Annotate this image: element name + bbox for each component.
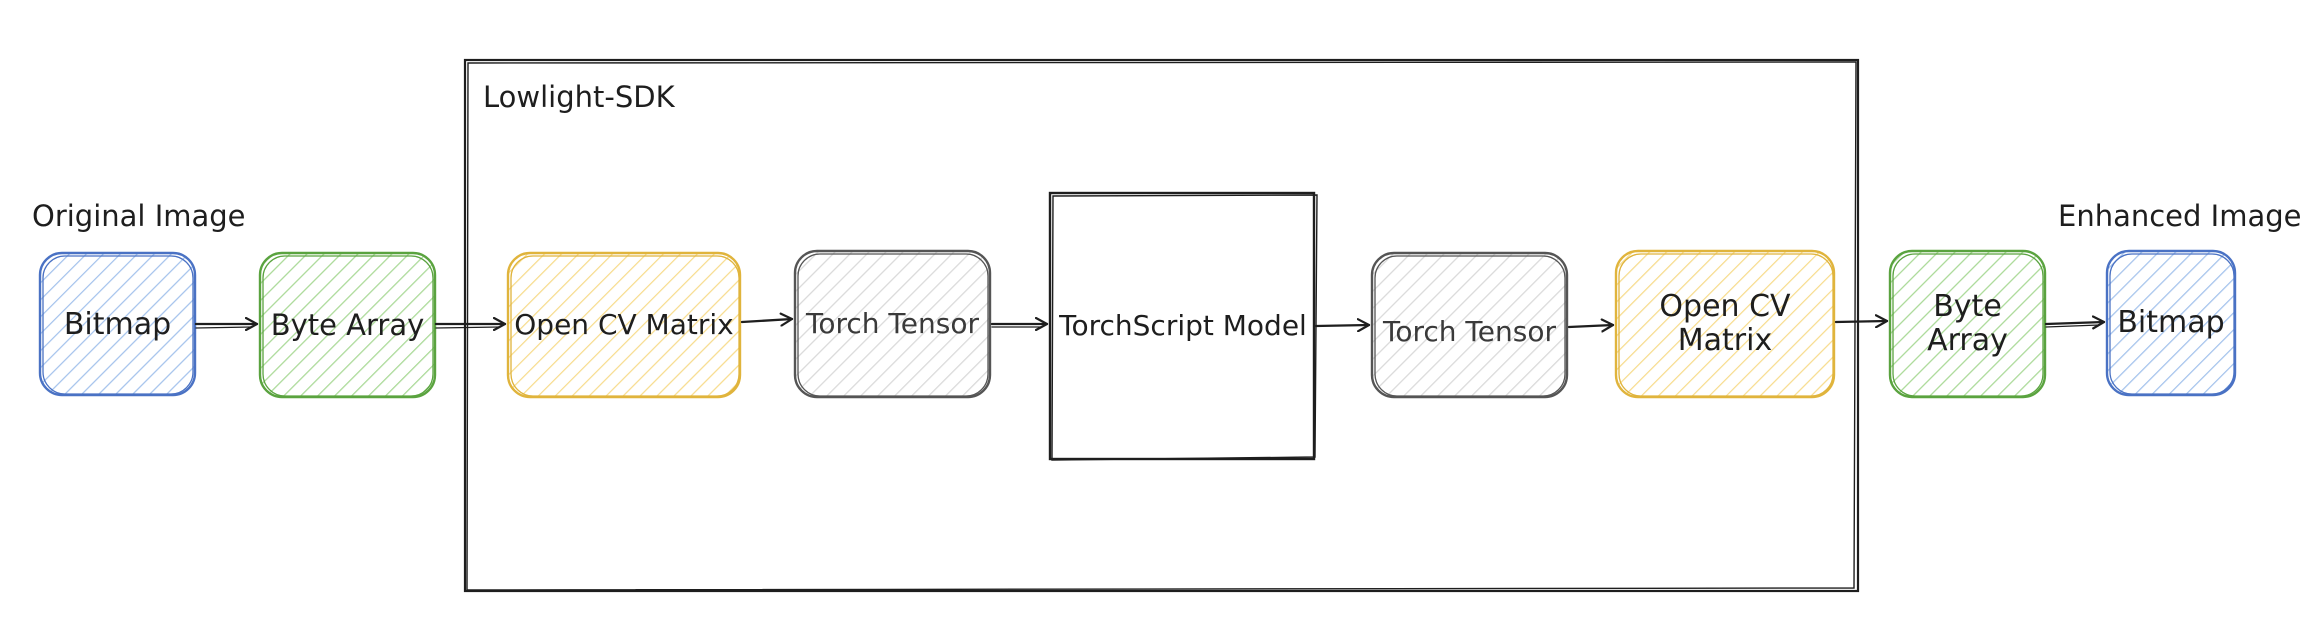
arrow-opencv-to-bytes [1834,321,1889,322]
torch-tensor-input-label: Torch Tensor [806,307,979,340]
arrow-bytes-to-bitmap [2044,322,2106,324]
original-image-label: Original Image [32,199,246,233]
opencv-matrix-output-label: Open CV Matrix [1616,251,1834,397]
opencv-matrix-input-label: Open CV Matrix [514,308,734,341]
sdk-container [463,58,1860,593]
byte-array-output-label: Byte Array [1890,251,2045,397]
opencv-matrix-input-node [506,251,742,399]
torchscript-model-label: TorchScript Model [1059,309,1307,342]
opencv-matrix-output-node [1614,249,1836,399]
opencv-matrix-output-line2: Matrix [1677,323,1773,358]
bitmap-output-label: Bitmap [2117,305,2225,340]
byte-array-input-node [258,251,437,399]
torch-tensor-output-node [1370,251,1569,399]
byte-array-output-line1: Byte [1933,289,2002,324]
arrow-tensor-to-opencv [1567,325,1615,327]
bitmap-input-label: Bitmap [63,307,172,342]
torch-tensor-input-node [793,249,992,399]
byte-array-input-label: Byte Array [270,308,425,342]
sdk-title: Lowlight-SDK [483,80,675,114]
byte-array-output-line2: Array [1927,323,2008,358]
arrow-opencv-to-tensor [740,319,794,322]
opencv-matrix-output-line1: Open CV [1659,289,1791,324]
torch-tensor-output-label: Torch Tensor [1383,315,1556,348]
arrow-model-to-tensor [1314,325,1371,326]
byte-array-output-node [1888,249,2047,399]
bitmap-output-node [2105,249,2237,397]
enhanced-image-label: Enhanced Image [2058,199,2302,233]
torchscript-model-box [1048,191,1318,461]
